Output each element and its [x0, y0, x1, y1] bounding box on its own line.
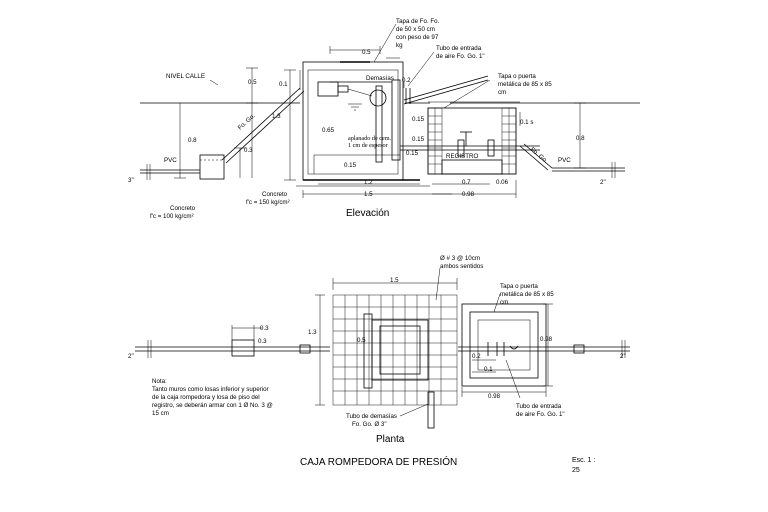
- label-plan-tapa-3: cm: [500, 299, 508, 306]
- label-pipe-right: 2": [600, 179, 606, 186]
- nota-line-3: registro, se deberán armar con 1 Ø No. 3…: [152, 402, 273, 409]
- dim-0-15-a: 0.15: [412, 116, 425, 123]
- label-nivel-calle: NIVEL CALLE: [166, 73, 205, 80]
- label-varilla-2: ambos sentidos: [440, 263, 483, 270]
- dim-plan-1-3: 1.3: [308, 329, 317, 336]
- label-plan-tubo-aire-1: Tubo de entrada: [516, 403, 562, 410]
- label-tapa-fofo-4: kg: [396, 42, 403, 49]
- label-pvc-right: PVC: [558, 157, 571, 164]
- label-tubo-demasias-2: Fo. Go. Ø 3": [352, 421, 387, 428]
- dim-plan-0-5: 0.5: [357, 337, 366, 344]
- dim-plan-0-3-b: 0.3: [258, 338, 267, 345]
- dim-0-15-c: 0.15: [406, 150, 419, 157]
- dim-1-3: 1.3: [272, 113, 281, 120]
- label-plan-tapa-2: metálica de 85 x 85: [500, 291, 554, 298]
- label-concreto-box-2: f'c = 150 kg/cm²: [246, 199, 290, 206]
- dim-1-5: 1.5: [364, 191, 373, 198]
- dim-0-5-top: 0.5: [362, 49, 371, 56]
- label-tapa-puerta-2: metálica de 85 x 85: [498, 81, 552, 88]
- dim-0-8-left: 0.8: [188, 137, 197, 144]
- dim-plan-0-98-v: 0.98: [540, 336, 553, 343]
- label-concreto-small-2: f'c = 100 kg/cm²: [150, 213, 194, 220]
- dim-plan-0-2: 0.2: [472, 353, 481, 360]
- dim-0-1: 0.1: [279, 81, 288, 88]
- scale-line-2: 25: [572, 467, 580, 474]
- label-plan-tapa-1: Tapa o puerta: [500, 283, 538, 290]
- dim-plan-1-5: 1.5: [390, 277, 399, 284]
- dim-0-2: 0.2: [402, 77, 411, 84]
- nota-line-4: 15 cm: [152, 410, 169, 417]
- label-aplanado-1: aplanado de cem.: [348, 135, 392, 142]
- dim-plan-0-3-a: 0.3: [260, 325, 269, 332]
- box-rebar-grid: [332, 294, 458, 406]
- dim-0-65: 0.65: [322, 127, 335, 134]
- dim-0-06: 0.06: [496, 179, 509, 186]
- elevation-title: Elevación: [346, 208, 389, 219]
- dim-0-5-left: 0.5: [248, 79, 257, 86]
- label-pipe-left: 3": [128, 177, 134, 184]
- scale-line-1: Esc. 1 :: [572, 457, 595, 464]
- nota-title: Nota:: [152, 378, 167, 385]
- dim-plan-0-98-h: 0.98: [488, 393, 501, 400]
- nota-line-2: de la caja rompedora y losa de piso del: [152, 394, 260, 401]
- label-fogo-left: Fo. Go.: [237, 112, 257, 131]
- dim-0-7: 0.7: [462, 179, 471, 186]
- label-plan-pipe-left: 2": [128, 353, 134, 360]
- label-varilla-1: Ø # 3 @ 10cm: [440, 255, 480, 262]
- label-tubo-demasias-1: Tubo de demasías: [346, 413, 397, 420]
- label-tapa-fofo-1: Tapa de Fo. Fo.: [396, 18, 440, 25]
- label-concreto-small-1: Concreto: [170, 205, 196, 212]
- label-tubo-aire-2: de aire Fo. Go. 1": [436, 53, 485, 60]
- label-plan-pipe-right: 2": [620, 353, 626, 360]
- main-title: CAJA ROMPEDORA DE PRESIÓN: [300, 455, 457, 468]
- dim-plan-0-1: 0.1: [484, 366, 493, 373]
- dim-1-2: 1.2: [364, 179, 373, 186]
- elevation-view: Tapa de Fo. Fo. de 50 x 50 cm con peso d…: [128, 18, 640, 220]
- label-pvc-left: PVC: [164, 157, 177, 164]
- label-plan-tubo-aire-2: de aire Fo. Go. 1": [516, 411, 565, 418]
- label-tapa-puerta-1: Tapa o puerta: [498, 73, 536, 80]
- label-tapa-fofo-2: de 50 x 50 cm: [396, 26, 435, 33]
- dim-0-15-b: 0.15: [412, 136, 425, 143]
- dim-0-15-d: 0.15: [344, 162, 357, 169]
- plan-view: Ø # 3 @ 10cm ambos sentidos Tapa o puert…: [128, 255, 630, 445]
- label-concreto-box-1: Concreto: [262, 191, 288, 198]
- dim-0-98: 0.98: [462, 191, 475, 198]
- dim-0-1s: 0.1 s: [520, 119, 533, 126]
- label-tapa-fofo-3: con peso de 97: [396, 34, 439, 41]
- label-registro: REGISTRO: [446, 153, 479, 160]
- dim-0-3: 0.3: [244, 147, 253, 154]
- label-demasias: Demasías: [366, 75, 394, 82]
- label-tapa-puerta-3: cm: [498, 89, 506, 96]
- dim-0-8-right: 0.8: [576, 135, 585, 142]
- label-aplanado-2: 1 cm de espesor: [348, 142, 388, 149]
- label-tubo-aire-1: Tubo de entrada: [436, 45, 482, 52]
- nota-line-1: Tanto muros como losas inferior y superi…: [152, 386, 269, 393]
- plan-title: Planta: [376, 434, 405, 445]
